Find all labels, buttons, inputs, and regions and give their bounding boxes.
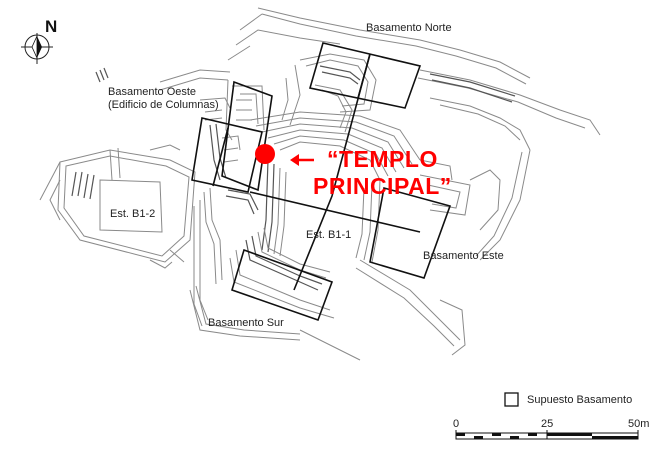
box-basamento-sur <box>231 248 334 322</box>
legend-swatch <box>504 392 519 407</box>
label-basamento-oeste: Basamento Oeste <box>108 86 196 98</box>
label-basamento-sur: Basamento Sur <box>208 317 284 329</box>
arrow-icon <box>290 154 314 166</box>
box-basamento-oeste <box>221 80 273 192</box>
label-basamento-este: Basamento Este <box>423 250 504 262</box>
scale-tick-50m: 50m <box>628 418 649 430</box>
box-basamento-este <box>369 187 452 279</box>
scale-tick-25: 25 <box>541 418 553 430</box>
label-basamento-norte: Basamento Norte <box>366 22 452 34</box>
label-edificio-columnas: (Edificio de Columnas) <box>108 99 219 111</box>
templo-label-line1: “TEMPLO <box>327 146 438 172</box>
scale-bar <box>455 430 639 440</box>
central-axis <box>293 53 371 291</box>
north-label: N <box>45 17 57 36</box>
templo-label-line2: PRINCIPAL” <box>313 173 452 199</box>
scale-tick-0: 0 <box>453 418 459 430</box>
basamento-boxes <box>191 42 452 322</box>
temple-marker-dot <box>255 144 275 164</box>
label-est-b1-1: Est. B1-1 <box>306 229 351 241</box>
north-arrow-icon <box>21 33 53 64</box>
legend-label: Supuesto Basamento <box>527 394 632 406</box>
box-basamento-norte <box>308 42 422 109</box>
label-est-b1-2: Est. B1-2 <box>110 208 155 220</box>
